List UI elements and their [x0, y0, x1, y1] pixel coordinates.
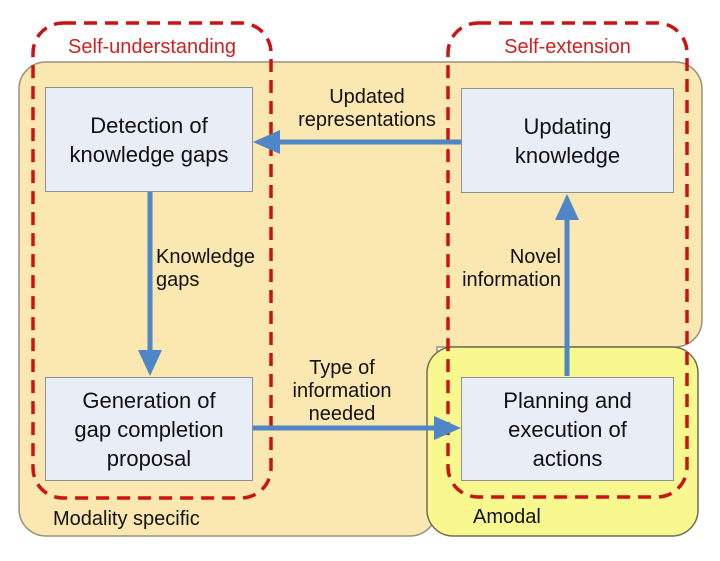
- node-detection-of-knowledge-gaps: Detection of knowledge gaps: [45, 87, 253, 192]
- arrow-novel-information: [555, 194, 579, 376]
- node-generation-of-gap-completion-proposal: Generation of gap completion proposal: [45, 377, 253, 481]
- edge-label-updated-representations: Updated representations: [298, 86, 436, 131]
- arrow-updated-representations: [253, 130, 461, 154]
- edge-label-type-of-information-needed: Type of information needed: [292, 357, 392, 425]
- node-label: Planning and execution of actions: [503, 387, 632, 471]
- arrow-type-of-information: [253, 416, 461, 440]
- arrow-knowledge-gaps: [138, 192, 162, 376]
- node-updating-knowledge: Updating knowledge: [461, 88, 674, 193]
- amodal-label: Amodal: [473, 506, 541, 528]
- node-planning-and-execution-of-actions: Planning and execution of actions: [461, 377, 674, 481]
- self-extension-label: Self-extension: [504, 36, 631, 58]
- node-label: Generation of gap completion proposal: [74, 387, 224, 471]
- edge-label-novel-information: Novel information: [462, 246, 561, 291]
- self-understanding-label: Self-understanding: [68, 36, 236, 58]
- self-understanding-boundary: [31, 21, 273, 500]
- modality-specific-label: Modality specific: [53, 508, 200, 530]
- edge-label-knowledge-gaps: Knowledge gaps: [156, 246, 255, 291]
- node-label: Updating knowledge: [514, 113, 621, 168]
- self-extension-boundary: [446, 21, 689, 499]
- node-label: Detection of knowledge gaps: [69, 112, 229, 167]
